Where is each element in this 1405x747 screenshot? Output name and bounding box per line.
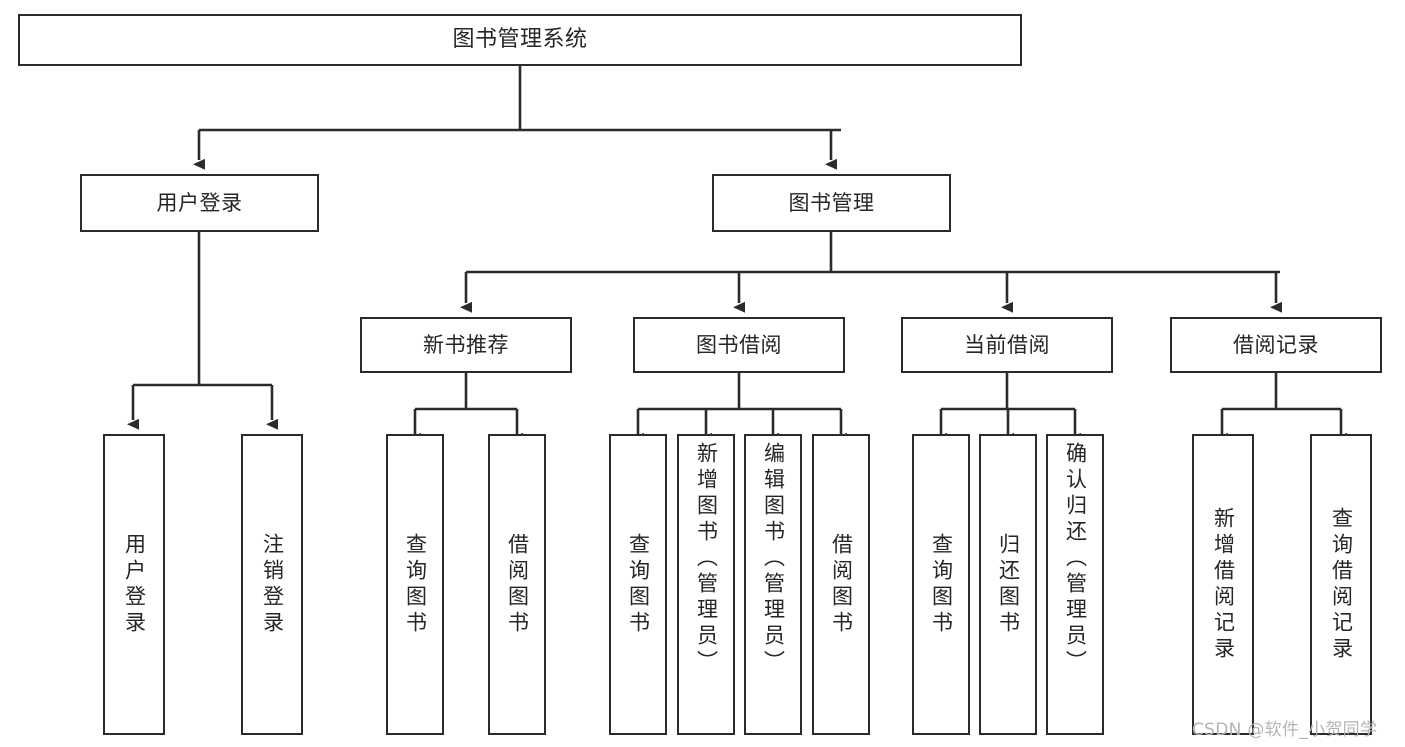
leaf-borrow-edit-book-admin[interactable]: 编辑图书（管理员）: [744, 434, 802, 735]
node-current-borrowing[interactable]: 当前借阅: [901, 317, 1113, 373]
leaf-new-book-borrow-books[interactable]: 借阅图书: [488, 434, 546, 735]
node-label: 查询借阅记录: [1329, 506, 1354, 663]
node-label: 新增图书（管理员）: [694, 442, 719, 676]
leaf-borrow-borrow-books[interactable]: 借阅图书: [812, 434, 870, 735]
node-label: 图书管理: [788, 190, 875, 215]
node-label: 编辑图书（管理员）: [761, 442, 786, 676]
node-label: 查询图书: [626, 532, 651, 637]
node-user-login[interactable]: 用户登录: [80, 174, 319, 232]
node-book-borrowing[interactable]: 图书借阅: [633, 317, 845, 373]
node-label: 用户登录: [122, 532, 147, 637]
node-label: 图书借阅: [696, 332, 782, 357]
node-root-book-management-system[interactable]: 图书管理系统: [18, 14, 1022, 66]
leaf-borrow-query-books[interactable]: 查询图书: [609, 434, 667, 735]
node-label: 查询图书: [929, 532, 954, 637]
node-label: 用户登录: [156, 190, 243, 215]
node-label: 确认归还（管理员）: [1063, 442, 1088, 676]
node-label: 借阅图书: [505, 532, 530, 637]
node-new-book-recommendation[interactable]: 新书推荐: [360, 317, 572, 373]
node-label: 注销登录: [260, 532, 285, 637]
node-label: 新书推荐: [423, 332, 509, 357]
node-book-management[interactable]: 图书管理: [712, 174, 951, 232]
node-label: 查询图书: [403, 532, 428, 637]
node-label: 借阅记录: [1233, 332, 1319, 357]
leaf-user-login-sign-in[interactable]: 用户登录: [103, 434, 165, 735]
leaf-current-return-books[interactable]: 归还图书: [979, 434, 1037, 735]
leaf-record-query-borrow-record[interactable]: 查询借阅记录: [1310, 434, 1372, 735]
node-borrowing-record[interactable]: 借阅记录: [1170, 317, 1382, 373]
leaf-user-login-sign-out[interactable]: 注销登录: [241, 434, 303, 735]
leaf-borrow-add-book-admin[interactable]: 新增图书（管理员）: [677, 434, 735, 735]
node-label: 归还图书: [996, 532, 1021, 637]
leaf-current-confirm-return-admin[interactable]: 确认归还（管理员）: [1046, 434, 1104, 735]
node-label: 新增借阅记录: [1211, 506, 1236, 663]
leaf-record-add-borrow-record[interactable]: 新增借阅记录: [1192, 434, 1254, 735]
node-label: 当前借阅: [964, 332, 1050, 357]
node-label: 图书管理系统: [452, 27, 588, 53]
node-label: 借阅图书: [829, 532, 854, 637]
leaf-new-book-query-books[interactable]: 查询图书: [386, 434, 444, 735]
leaf-current-query-books[interactable]: 查询图书: [912, 434, 970, 735]
